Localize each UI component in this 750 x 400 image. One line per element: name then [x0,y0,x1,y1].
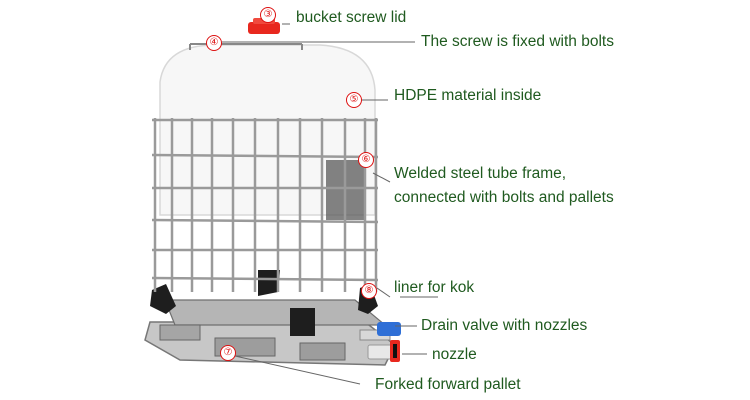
label-nozzle: nozzle [432,346,477,363]
label-lid: bucket screw lid [296,9,407,26]
marker-8: ⑧ [361,283,377,299]
marker-6: ⑥ [358,152,374,168]
label-bolts: The screw is fixed with bolts [421,33,614,50]
label-frame-line2: connected with bolts and pallets [394,189,614,206]
marker-5: ⑤ [346,92,362,108]
label-pallet: Forked forward pallet [375,376,521,393]
marker-4: ④ [206,35,222,51]
marker-3: ③ [260,7,276,23]
drain-valve [359,322,401,362]
label-liner: liner for kok [394,279,475,296]
frame-rail [151,218,379,224]
frame-rail [151,153,379,159]
label-frame-line1: Welded steel tube frame, [394,165,567,182]
frame-rail [151,276,379,282]
label-hdpe: HDPE material inside [394,87,542,104]
leader-lines [222,23,438,385]
label-drain: Drain valve with nozzles [421,317,588,334]
marker-7: ⑦ [220,345,236,361]
steel-frame [151,118,379,292]
corner-liners [150,270,378,336]
pallet [144,299,396,366]
